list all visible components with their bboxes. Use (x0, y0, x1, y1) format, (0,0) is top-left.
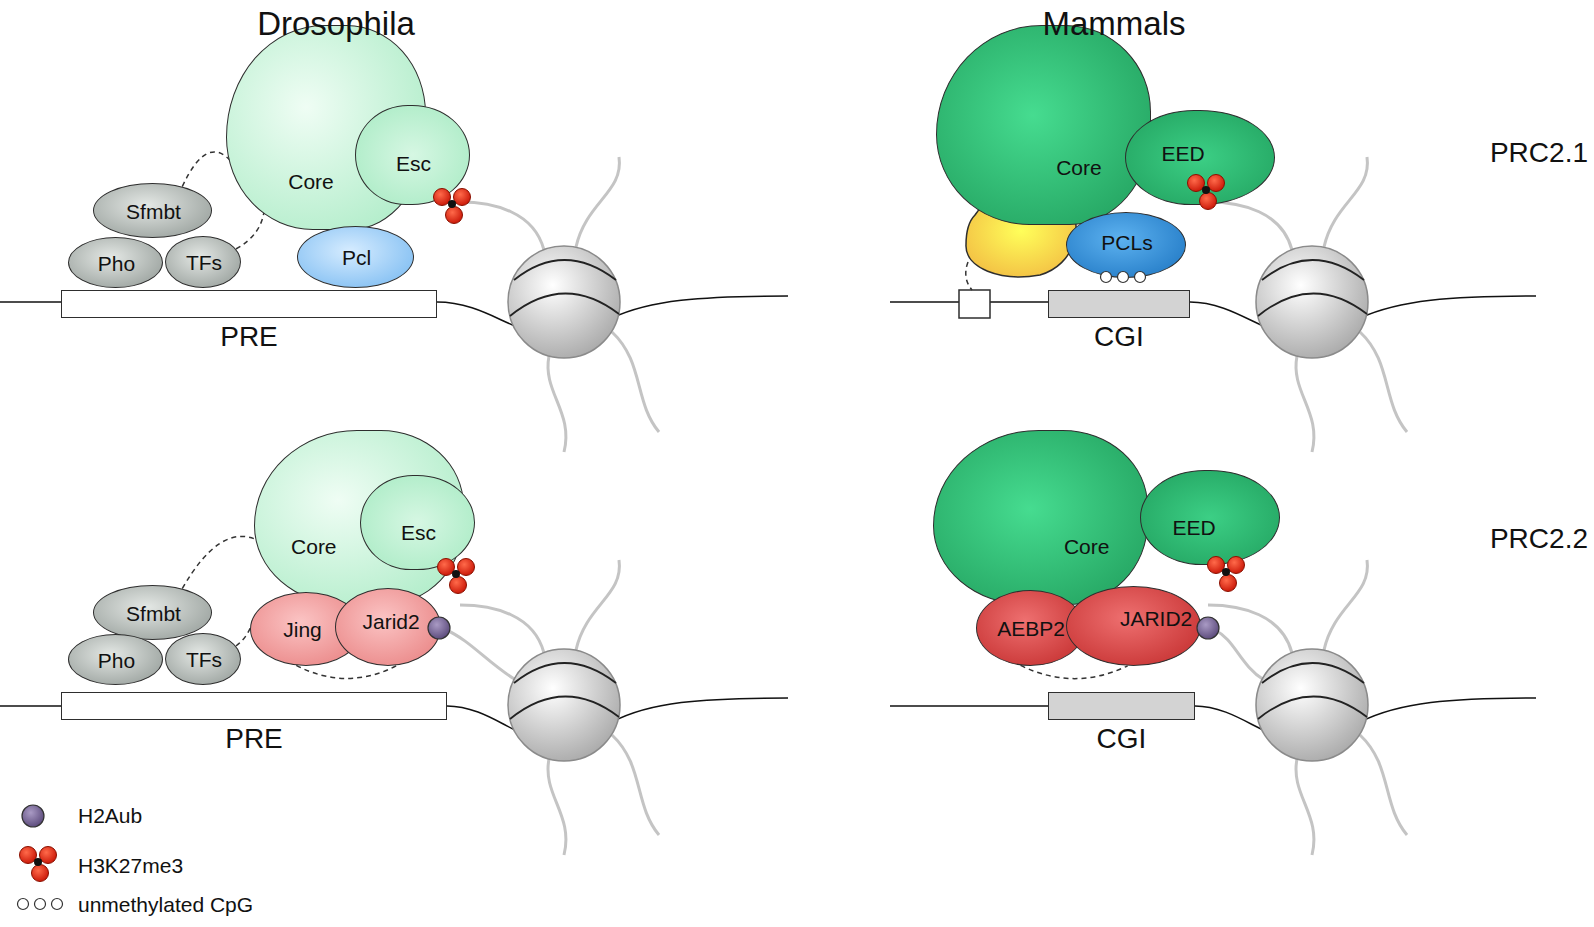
dna-element-bar: CGI (1048, 692, 1195, 720)
dashed-connector (236, 208, 265, 249)
dna-element-bar: PRE (61, 290, 437, 318)
subunit-label: Jarid2 (363, 610, 420, 634)
protein-subunit: Pho (68, 634, 163, 685)
subunit-label: TFs (186, 648, 222, 672)
h2aub-mark (428, 617, 450, 639)
subunit-label: Core (1056, 156, 1102, 180)
h2aub-mark (1197, 617, 1219, 639)
protein-subunit: Sfmbt (93, 585, 212, 640)
histone-tail (1215, 630, 1264, 680)
subunit-label: EED (1161, 142, 1204, 166)
dna-element-bar: CGI (1048, 290, 1190, 318)
nucleosome (1208, 157, 1407, 452)
row-heading: PRC2.2 (1490, 523, 1588, 555)
histone-tail (446, 630, 516, 680)
dashed-connector (1021, 665, 1128, 678)
legend-text: unmethylated CpG (78, 893, 253, 917)
subunit-label: TFs (186, 251, 222, 275)
protein-subunit: TFs (165, 236, 241, 288)
dashed-connector (296, 665, 397, 678)
protein-subunit: Core (933, 430, 1148, 605)
dashed-connector (182, 152, 232, 187)
legend-symbol (20, 847, 57, 882)
subunit-label: Pho (98, 252, 135, 276)
protein-subunit: Pcl (297, 226, 414, 288)
column-heading: Mammals (1042, 5, 1185, 43)
subunit-label: Esc (396, 152, 431, 176)
h3k27me3-mark (1208, 557, 1245, 592)
nucleosome (460, 157, 659, 452)
h3k27me3-mark (1188, 175, 1225, 210)
subunit-label: EED (1173, 516, 1216, 540)
connector-line (182, 152, 232, 187)
dashed-connector (182, 536, 257, 588)
legend-symbol (18, 899, 63, 910)
protein-subunit: Esc (355, 105, 470, 205)
nucleosome (1208, 560, 1407, 855)
legend-symbol (22, 805, 44, 827)
subunit-label: Esc (401, 521, 436, 545)
connector-line (1021, 665, 1128, 678)
protein-subunit: TFs (165, 633, 241, 685)
element-label: PRE (220, 321, 278, 353)
motif-box (959, 290, 990, 318)
subunit-label: JARID2 (1120, 607, 1192, 631)
protein-subunit: Pho (68, 237, 163, 288)
subunit-label: PCLs (1101, 231, 1152, 255)
subunit-label: Core (288, 170, 334, 194)
subunit-label: Pho (98, 649, 135, 673)
connector-line (296, 665, 397, 678)
protein-subunit: EED (1140, 470, 1280, 565)
subunit-label: Sfmbt (126, 602, 181, 626)
subunit-label: Jing (283, 618, 322, 642)
element-label: CGI (1097, 723, 1147, 755)
cpg-marks (1101, 272, 1146, 283)
subunit-label: AEBP2 (997, 617, 1065, 641)
protein-subunit: PCLs (1066, 212, 1186, 278)
element-label: CGI (1094, 321, 1144, 353)
subunit-label: Core (291, 535, 337, 559)
h3k27me3-mark (434, 189, 471, 224)
dna-element-bar: PRE (61, 692, 447, 720)
connector-line (236, 208, 265, 249)
subunit-label: Core (1064, 535, 1110, 559)
subunit-label: Sfmbt (126, 200, 181, 224)
row-heading: PRC2.1 (1490, 137, 1588, 169)
dashed-link (966, 262, 972, 290)
subunit-label: Pcl (342, 246, 371, 270)
h3k27me3-mark (438, 559, 475, 594)
protein-subunit: EED (1125, 110, 1275, 205)
legend-text: H2Aub (78, 804, 142, 828)
protein-subunit: Sfmbt (93, 183, 212, 238)
column-heading: Drosophila (257, 5, 415, 43)
legend-text: H3K27me3 (78, 854, 183, 878)
nucleosome (460, 560, 659, 855)
connector-line (182, 536, 257, 588)
protein-subunit: Jarid2 (335, 588, 441, 666)
protein-subunit: Core (936, 25, 1151, 225)
protein-subunit: JARID2 (1066, 586, 1201, 666)
protein-subunit: Esc (360, 475, 475, 570)
element-label: PRE (225, 723, 283, 755)
